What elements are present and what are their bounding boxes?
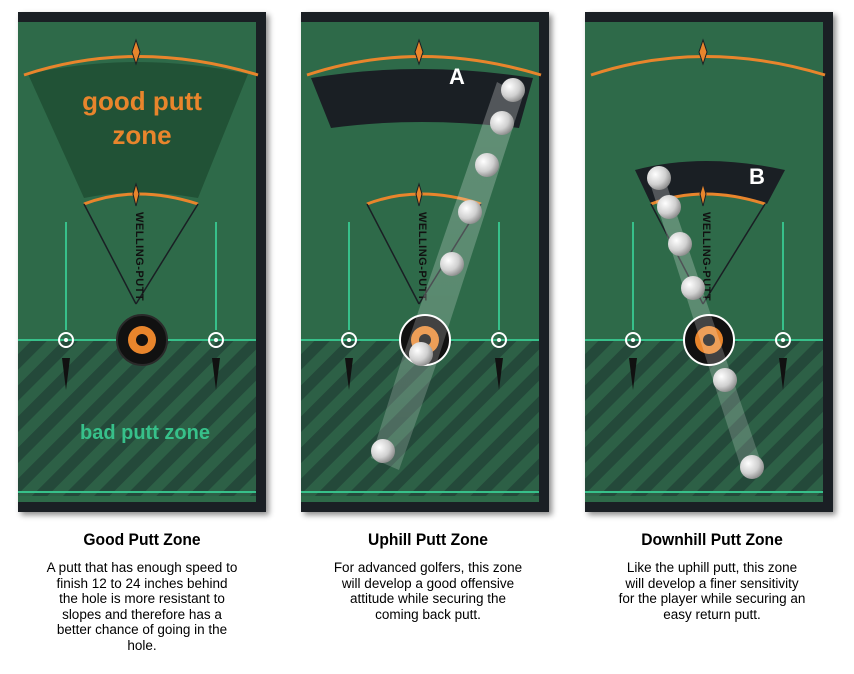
bad-zone-label: bad putt zone (80, 422, 210, 444)
caption-line: for the player while securing an (618, 591, 806, 606)
ball (501, 78, 525, 102)
caption-line: finish 12 to 24 inches behind (56, 575, 228, 591)
caption-text: Like the uphill putt, this zone will dev… (582, 560, 842, 622)
ball-path (647, 166, 764, 479)
ball-path (371, 78, 525, 463)
caption-downhill-putt: Downhill Putt Zone Like the uphill putt,… (582, 530, 842, 622)
caption-line: easy return putt. (663, 606, 761, 622)
ball (657, 195, 681, 219)
caption-line: hole. (127, 637, 157, 653)
good-zone-area (28, 62, 248, 198)
zone-a-area (311, 69, 533, 128)
caption-text: For advanced golfers, this zone will dev… (298, 560, 558, 622)
zone-b-area (635, 161, 785, 204)
caption-line: Like the uphill putt, this zone (626, 560, 798, 575)
caption-line: coming back putt. (375, 606, 481, 622)
ball (458, 200, 482, 224)
zone-letter-b: B (749, 164, 765, 189)
ball (490, 111, 514, 135)
brand-text: WELLING-PUTT (416, 212, 428, 301)
ball (647, 166, 671, 190)
caption-line: the hole is more resistant to (59, 591, 225, 606)
caption-line: For advanced golfers, this zone (333, 560, 523, 575)
panel-downhill-putt: WELLING-PUTT B (585, 12, 833, 512)
caption-title: Uphill Putt Zone (368, 530, 488, 549)
caption-text: A putt that has enough speed to finish 1… (12, 560, 272, 653)
ball-trail (371, 82, 523, 470)
ball (475, 153, 499, 177)
panel-good-putt: WELLING-PUTT good putt zone bad putt zon… (18, 12, 266, 512)
ball (409, 342, 433, 366)
ball (740, 455, 764, 479)
caption-good-putt: Good Putt Zone A putt that has enough sp… (12, 530, 272, 653)
brand-text: WELLING-PUTT (700, 212, 712, 301)
caption-title: Downhill Putt Zone (641, 530, 783, 549)
caption-line: slopes and therefore has a (62, 606, 222, 622)
caption-title: Good Putt Zone (83, 530, 201, 549)
ball (440, 252, 464, 276)
panel-uphill-putt: WELLING-PUTT A (301, 12, 549, 512)
caption-line: better chance of going in the (56, 622, 228, 637)
good-zone-label-line1: good putt (82, 86, 202, 116)
ball (668, 232, 692, 256)
ball (371, 439, 395, 463)
caption-line: A putt that has enough speed to (46, 560, 238, 575)
good-zone-label-line2: zone (112, 120, 171, 150)
ball (713, 368, 737, 392)
caption-line: will develop a good offensive (341, 575, 515, 591)
zone-letter-a: A (449, 64, 465, 89)
caption-uphill-putt: Uphill Putt Zone For advanced golfers, t… (298, 530, 558, 622)
caption-line: attitude while securing the (349, 591, 507, 606)
caption-line: will develop a finer sensitivity (625, 575, 799, 591)
ball (681, 276, 705, 300)
brand-text: WELLING-PUTT (133, 212, 145, 301)
